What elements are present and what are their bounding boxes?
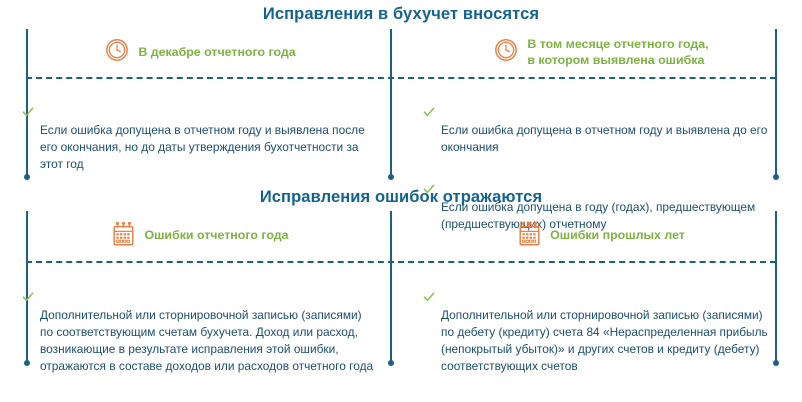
list-item-text: Дополнительной или сторнировочной запись… — [441, 307, 768, 373]
list-item: Дополнительной или сторнировочной запись… — [22, 273, 377, 374]
rail-dot — [24, 173, 30, 180]
column-body-left: Дополнительной или сторнировочной запись… — [0, 261, 401, 384]
column-body-row: Если ошибка допущена в отчетном году и в… — [0, 77, 802, 243]
column-header-label: Ошибки отчетного года — [144, 228, 289, 243]
rail-dot — [388, 360, 394, 366]
rail-dot — [24, 360, 30, 366]
column-body-left: Если ошибка допущена в отчетном году и в… — [0, 77, 401, 243]
column-body-right: Дополнительной или сторнировочной запись… — [401, 261, 802, 384]
section-title: Исправления в бухучет вносятся — [262, 5, 540, 23]
column-body-row: Дополнительной или сторнировочной запись… — [0, 261, 802, 384]
frame-rail-right — [773, 211, 779, 366]
rail-dot — [773, 173, 779, 180]
check-icon — [423, 166, 435, 194]
list-item-text: Дополнительной или сторнировочной запись… — [40, 307, 374, 373]
section-frame: В декабре отчетного года — [0, 28, 802, 231]
calendar-icon — [112, 221, 135, 251]
check-icon — [22, 90, 34, 117]
check-icon — [22, 274, 34, 302]
column-header-left: В декабре отчетного года — [0, 29, 401, 77]
frame-dashed-divider — [26, 261, 776, 263]
frame-rail-middle — [388, 28, 394, 180]
check-icon — [423, 90, 435, 117]
column-header-left: Ошибки отчетного года — [0, 211, 401, 261]
column-header-row: В декабре отчетного года — [0, 29, 802, 77]
list-item: Если ошибка допущена в году (годах), пре… — [423, 165, 778, 233]
column-header-right: Ошибки прошлых лет — [401, 211, 802, 261]
column-header-right: В том месяце отчетного года, в котором в… — [401, 29, 802, 77]
rail-dot — [388, 173, 394, 180]
frame-rail-left — [24, 211, 30, 366]
section-corrections-reflected: Исправления ошибок отражаются — [0, 183, 802, 373]
list-item: Дополнительной или сторнировочной запись… — [423, 273, 778, 374]
clock-icon — [105, 38, 129, 67]
column-header-row: Ошибки отчетного года — [0, 211, 802, 261]
frame-rail-middle — [388, 211, 394, 366]
section-title: Исправления ошибок отражаются — [259, 187, 543, 206]
calendar-icon — [518, 221, 541, 251]
list-item-text: Если ошибка допущена в отчетном году и в… — [40, 123, 365, 172]
column-header-label: В декабре отчетного года — [138, 44, 296, 59]
section-corrections-entered: Исправления в бухучет вносятся — [0, 0, 802, 231]
frame-dashed-divider — [26, 76, 776, 79]
frame-rail-left — [24, 28, 30, 180]
column-header-label: Ошибки прошлых лет — [550, 228, 685, 243]
column-body-right: Если ошибка допущена в отчетном году и в… — [401, 77, 802, 243]
section-frame: Ошибки отчетного года — [0, 211, 802, 373]
check-icon — [423, 274, 435, 302]
column-header-label: В том месяце отчетного года, в котором в… — [527, 37, 709, 67]
list-item: Если ошибка допущена в отчетном году и в… — [423, 89, 778, 157]
list-item: Если ошибка допущена в отчетном году и в… — [22, 89, 377, 174]
frame-rail-right — [773, 28, 779, 180]
rail-dot — [773, 360, 779, 366]
list-item-text: Если ошибка допущена в году (годах), пре… — [441, 199, 756, 231]
list-item-text: Если ошибка допущена в отчетном году и в… — [441, 123, 768, 155]
clock-icon — [494, 38, 518, 67]
